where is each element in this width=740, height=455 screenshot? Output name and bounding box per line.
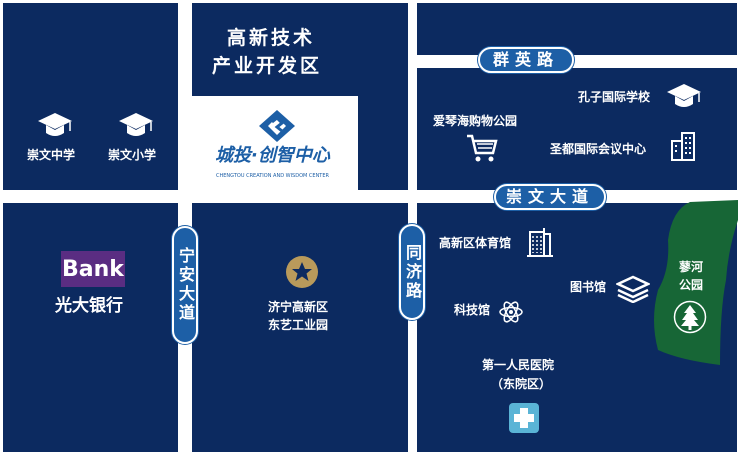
graduation-cap-icon: [667, 84, 701, 107]
graduation-cap-icon: [119, 113, 153, 136]
star-icon: [286, 256, 318, 288]
block-bottom-center: [192, 203, 408, 452]
road-label-ningan: 宁安大道: [172, 226, 198, 344]
district-line1: 高新技术: [227, 27, 316, 49]
road-label-text: 宁安大道: [176, 247, 195, 323]
place-chongwen-primary: 崇文小学: [108, 148, 157, 162]
graduation-cap-icon: [38, 113, 72, 136]
logo-name: 城投·创智中心: [215, 145, 330, 166]
place-hospital-2: （东院区）: [491, 377, 552, 391]
block-top-center-right: [358, 96, 408, 190]
place-bank: 光大银行: [55, 296, 123, 316]
district-line2: 产业开发区: [212, 55, 323, 77]
shopping-cart-icon: [467, 134, 498, 162]
road-label-qunying: 群英路: [478, 47, 574, 73]
road-label-text: 同济路: [403, 243, 422, 301]
place-park-name-2: 公园: [679, 278, 704, 292]
place-hospital-1: 第一人民医院: [482, 358, 555, 372]
chengtou-logo-icon: [259, 110, 295, 142]
bank-logo-text: Bank: [62, 256, 124, 282]
place-aiqin-mall: 爱琴海购物公园: [433, 114, 518, 128]
building-icon: [527, 228, 553, 257]
place-science-museum: 科技馆: [454, 303, 491, 317]
layers-icon: [616, 275, 650, 303]
place-shengdu-center: 圣都国际会议中心: [550, 142, 647, 156]
place-stadium: 高新区体育馆: [439, 236, 512, 250]
building-icon: [671, 132, 695, 161]
place-kongzi-school: 孔子国际学校: [578, 90, 651, 104]
place-park-1: 济宁高新区: [268, 300, 329, 314]
hospital-cross-icon: [509, 403, 539, 433]
block-top-center: [192, 3, 408, 96]
park-area: [654, 200, 738, 365]
place-park-2: 东艺工业园: [268, 318, 329, 332]
block-top-left: [3, 3, 178, 190]
place-park-name-1: 蓼河: [679, 260, 704, 274]
place-chongwen-middle: 崇文中学: [27, 148, 76, 162]
block-top-right-a: [417, 3, 737, 55]
road-label-chongwen: 崇文大道: [494, 184, 606, 210]
bank-logo: Bank: [61, 251, 125, 287]
atom-icon: [499, 301, 523, 323]
place-library: 图书馆: [570, 280, 607, 294]
logo-subtitle: CHENGTOU CREATION AND WISDOM CENTER: [216, 173, 329, 179]
block-bottom-left: [3, 203, 178, 452]
road-label-tongji: 同济路: [399, 224, 425, 320]
tree-icon: [673, 300, 707, 334]
